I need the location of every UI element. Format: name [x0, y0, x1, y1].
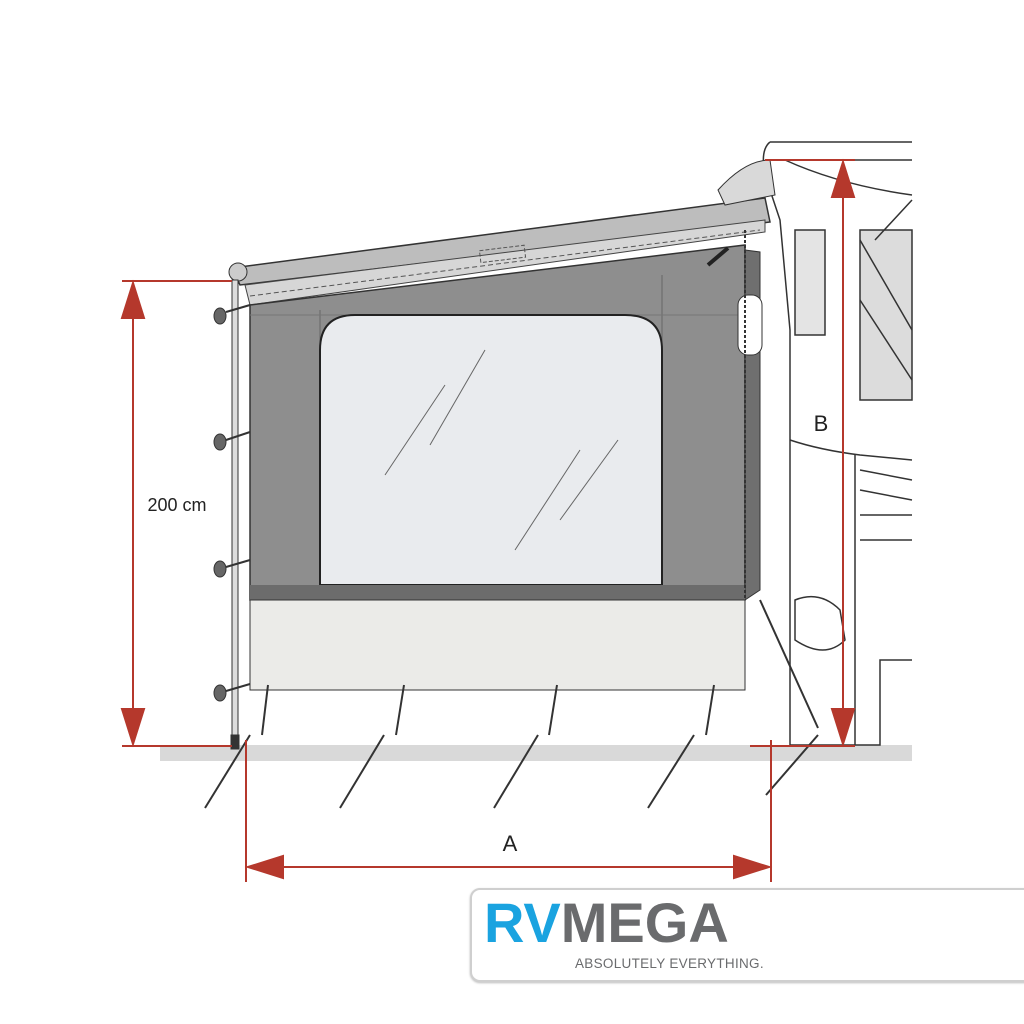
- support-pole: [213, 279, 251, 750]
- logo-tagline: ABSOLUTELY EVERYTHING.: [575, 956, 764, 971]
- vehicle-height-label: B: [814, 411, 829, 436]
- logo-rv: RV: [484, 891, 561, 954]
- window: [319, 314, 663, 586]
- width-label: A: [503, 831, 518, 856]
- ground: [160, 745, 912, 761]
- rvmega-logo: RVMEGA ABSOLUTELY EVERYTHING.: [470, 888, 1024, 982]
- awning-case: [228, 159, 776, 306]
- dimension-width: [244, 740, 773, 882]
- vehicle-outline: [762, 141, 913, 746]
- ground-pegs: [204, 230, 819, 809]
- side-panel: [249, 244, 763, 691]
- dimension-height: [120, 279, 232, 748]
- logo-mega: MEGA: [560, 891, 729, 954]
- dimension-vehicle-height: [750, 158, 856, 748]
- height-label: 200 cm: [147, 495, 206, 515]
- logo-wordmark: RVMEGA: [484, 894, 729, 952]
